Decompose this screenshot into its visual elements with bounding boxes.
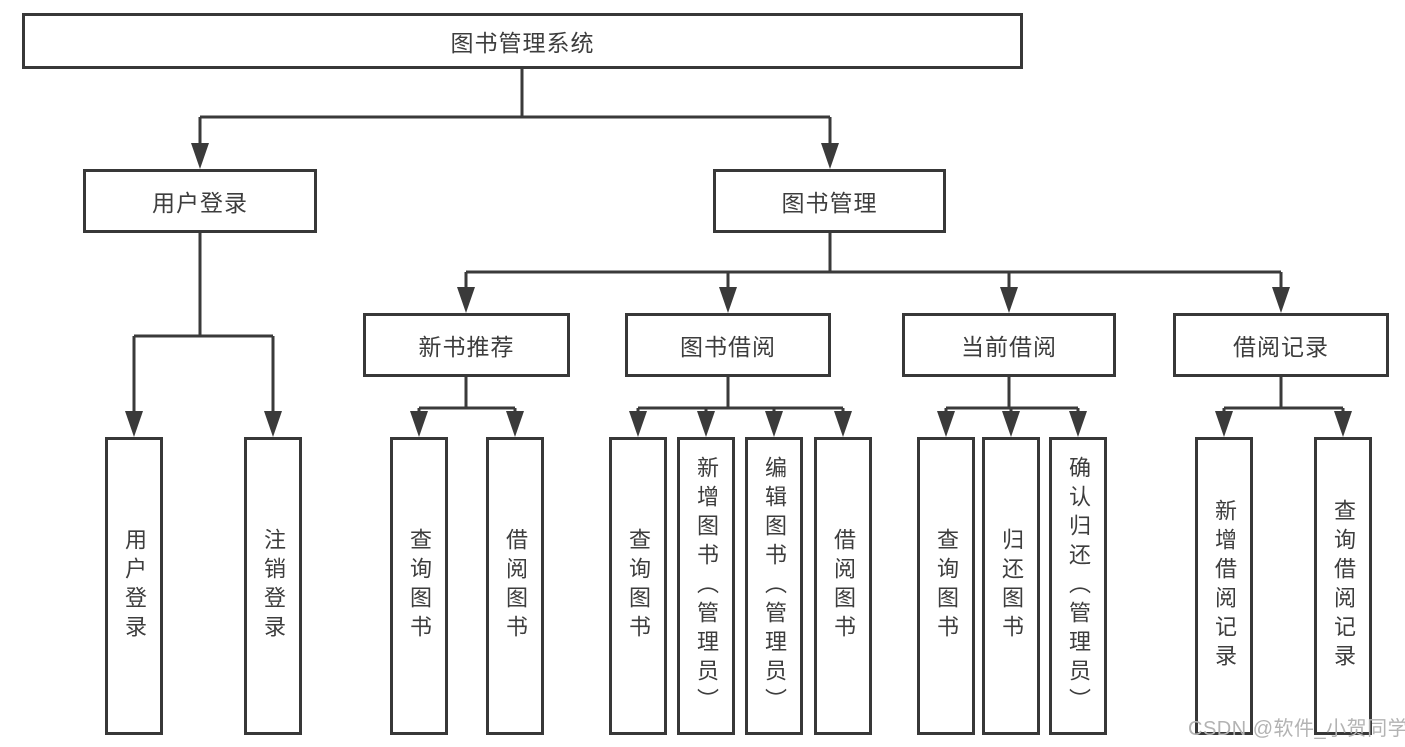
- leaf-edit-book-admin-label: 编辑图书（管理员）: [762, 455, 787, 717]
- leaf-query-books-recommend-label: 查询图书: [407, 528, 432, 644]
- leaf-user-login: 用户登录: [105, 437, 163, 735]
- node-borrow-records-label: 借阅记录: [1233, 334, 1329, 360]
- node-root-label: 图书管理系统: [450, 30, 595, 56]
- leaf-add-book-admin: 新增图书（管理员）: [677, 437, 735, 735]
- leaf-query-books-current: 查询图书: [917, 437, 975, 735]
- node-current-borrow-label: 当前借阅: [961, 334, 1057, 360]
- leaf-logout-label: 注销登录: [261, 528, 286, 644]
- leaf-edit-book-admin: 编辑图书（管理员）: [745, 437, 803, 735]
- leaf-borrow-books-recommend: 借阅图书: [486, 437, 544, 735]
- leaf-return-books-label: 归还图书: [999, 528, 1024, 644]
- leaf-confirm-return-admin: 确认归还（管理员）: [1049, 437, 1107, 735]
- node-new-book-recommend-label: 新书推荐: [418, 334, 515, 360]
- node-new-book-recommend: 新书推荐: [363, 313, 570, 377]
- node-user-login-label: 用户登录: [152, 190, 248, 216]
- node-borrow-records: 借阅记录: [1173, 313, 1389, 377]
- node-book-borrow-label: 图书借阅: [680, 334, 776, 360]
- leaf-return-books: 归还图书: [982, 437, 1040, 735]
- leaf-add-book-admin-label: 新增图书（管理员）: [694, 455, 719, 717]
- node-book-borrow: 图书借阅: [625, 313, 831, 377]
- leaf-query-books-borrow-label: 查询图书: [626, 528, 651, 644]
- leaf-borrow-books: 借阅图书: [814, 437, 872, 735]
- leaf-confirm-return-admin-label: 确认归还（管理员）: [1066, 455, 1091, 717]
- node-book-management-label: 图书管理: [781, 190, 878, 216]
- node-book-management: 图书管理: [713, 169, 946, 233]
- node-current-borrow: 当前借阅: [902, 313, 1116, 377]
- leaf-query-books-recommend: 查询图书: [390, 437, 448, 735]
- leaf-user-login-label: 用户登录: [122, 528, 147, 644]
- node-user-login: 用户登录: [83, 169, 317, 233]
- leaf-query-books-borrow: 查询图书: [609, 437, 667, 735]
- leaf-borrow-books-label: 借阅图书: [831, 528, 856, 644]
- leaf-add-borrow-record: 新增借阅记录: [1195, 437, 1253, 735]
- leaf-add-borrow-record-label: 新增借阅记录: [1212, 499, 1237, 673]
- arrowheads: [125, 143, 1352, 437]
- csdn-watermark: CSDN @软件_小贺同学: [1188, 718, 1405, 740]
- leaf-query-borrow-record: 查询借阅记录: [1314, 437, 1372, 735]
- leaf-logout: 注销登录: [244, 437, 302, 735]
- leaf-query-books-current-label: 查询图书: [934, 528, 959, 644]
- node-root: 图书管理系统: [22, 13, 1023, 69]
- leaf-query-borrow-record-label: 查询借阅记录: [1331, 499, 1356, 673]
- leaf-borrow-books-recommend-label: 借阅图书: [503, 528, 528, 644]
